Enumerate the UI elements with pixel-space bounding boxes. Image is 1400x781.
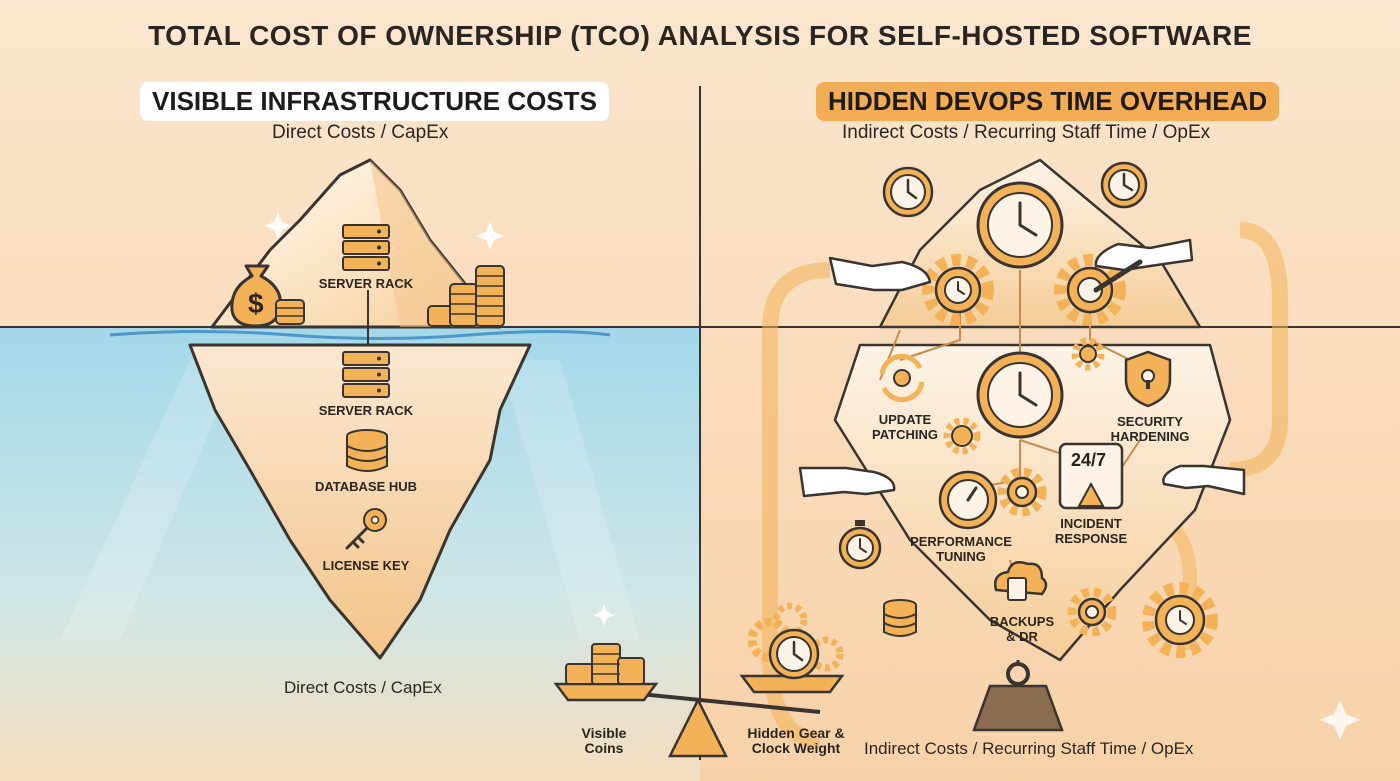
gear-icon [943,417,981,455]
scale-label-line: Visible [581,725,627,741]
page-title: TOTAL COST OF OWNERSHIP (TCO) ANALYSIS F… [148,20,1252,51]
sparkle-icon [593,604,615,626]
sparkle-icon [264,212,292,240]
hidden-costs-footer: Indirect Costs / Recurring Staff Time / … [864,739,1194,758]
clock-icon [976,181,1064,269]
item-label-line: RESPONSE [1054,531,1128,546]
item-label-line: HARDENING [1110,429,1190,444]
gear-icon [1142,582,1218,658]
item-label-line: BACKUPS [989,614,1055,629]
scale-right-label: Hidden Gear & Clock Weight [747,726,844,756]
scale-label-line: Hidden Gear & [747,725,845,741]
scale-label-line: Clock Weight [751,740,841,756]
server-rack-icon [342,224,390,271]
hand-icon [798,238,1246,498]
flow-pipe [1229,222,1288,478]
light-ray [60,360,240,640]
item-label-performance-tuning: PERFORMANCE TUNING [910,534,1012,564]
clock-icon [882,166,934,218]
sparkle-icon [476,222,504,250]
backup-cloud-icon [994,561,1048,601]
clock-icon [1100,161,1148,209]
weight-icon [972,662,1064,732]
item-label-server-rack-top: SERVER RACK [318,276,414,291]
stopwatch-icon [838,520,882,570]
iceberg-tip-shade [370,160,500,327]
tool-wrench [1093,259,1143,293]
item-label-incident-response: INCIDENT RESPONSE [1055,516,1127,546]
shield-icon [1124,350,1172,408]
money-bag-icon [230,264,283,328]
item-label-database-hub: DATABASE HUB [314,479,418,494]
incident-monitor-box [1058,442,1124,510]
warning-icon [1077,481,1105,507]
item-label-line: INCIDENT [1060,516,1122,531]
hidden-costs-subheading: Indirect Costs / Recurring Staff Time / … [842,122,1211,143]
scale-label-line: Coins [584,740,624,756]
gear-icon [1054,254,1126,326]
database-icon [883,599,917,637]
item-label-license-key: LICENSE KEY [322,558,410,573]
database-icon [346,429,388,472]
item-label-line: SECURITY [1117,414,1183,429]
incident-badge-label: 24/7 [1071,450,1107,470]
server-rack-icon [342,351,390,398]
item-label-line: PATCHING [872,427,938,442]
gear-icon [938,470,998,530]
item-label-line: TUNING [936,549,986,564]
gear-icon [922,254,994,326]
item-label-security-hardening: SECURITY HARDENING [1111,414,1190,444]
gear-icon [1067,587,1117,637]
light-ray [500,360,640,640]
visible-costs-heading: VISIBLE INFRASTRUCTURE COSTS [140,82,609,121]
clock-icon [976,351,1064,439]
gear-icon [997,467,1047,517]
item-label-server-rack: SERVER RACK [318,403,414,418]
iceberg-base [188,343,532,660]
item-label-update-patching: UPDATE PATCHING [872,412,938,442]
hidden-costs-heading: HIDDEN DEVOPS TIME OVERHEAD [816,82,1280,121]
scale-left-label: Visible Coins [582,726,627,756]
key-icon [345,508,387,550]
balance-scale [553,602,845,758]
item-label-line: UPDATE [878,412,932,427]
visible-costs-footer: Direct Costs / CapEx [284,678,442,697]
update-cycle-icon [879,353,925,403]
item-label-line: PERFORMANCE [910,534,1012,549]
item-label-backups-dr: BACKUPS & DR [990,614,1054,644]
visible-costs-subheading: Direct Costs / CapEx [272,122,449,143]
dollar-symbol: $ [248,288,264,319]
gear-icon [1071,337,1105,371]
sparkle-icon [1320,700,1360,740]
item-label-line: & DR [1006,629,1038,644]
coin-stack-icon [275,265,505,327]
